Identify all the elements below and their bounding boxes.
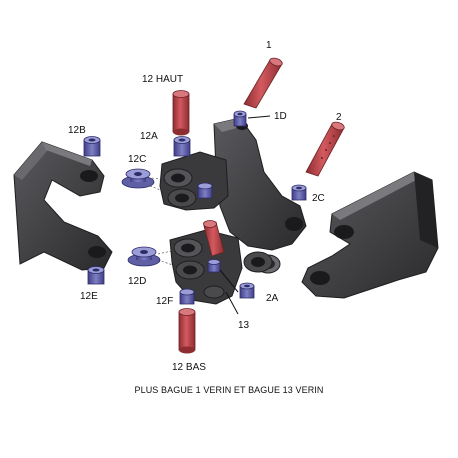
label-2c: 2C [312,193,325,204]
right-bracket [301,171,439,299]
pin-2 [305,121,345,177]
bushing-12e [87,266,105,285]
left-bracket [13,141,113,271]
label-2: 2 [336,112,342,123]
label-1d: 1D [274,111,287,122]
bushing-12f [179,288,195,305]
bushing-12a [173,136,191,157]
label-12e: 12E [80,291,98,302]
pin-12-bas [178,308,196,354]
bushing-12c [121,168,155,189]
bushing-1d [233,110,247,127]
label-2a: 2A [266,293,279,304]
label-12-haut: 12 HAUT [142,74,183,85]
pin-13 [203,220,225,257]
caption: PLUS BAGUE 1 VERIN ET BAGUE 13 VERIN [134,385,324,395]
leader-lines [219,115,271,315]
bushing-center-upper [197,182,213,199]
bushing-center-lower [207,259,221,273]
label-12-bas: 12 BAS [172,362,206,373]
label-12f: 12F [156,296,173,307]
label-13: 13 [238,320,250,331]
label-12b: 12B [68,125,86,136]
bushing-2a [239,282,255,299]
bushing-12d [127,246,161,267]
pin-12-haut [172,90,190,136]
bushing-2c [291,184,307,201]
label-12d: 12D [128,276,146,287]
part-labels: 1 1D 2 2C 2A 12 HAUT 12A 12B 12C 12D 12E… [68,40,342,373]
alignment-lines [149,177,177,267]
label-12a: 12A [140,131,158,142]
bushing-12b [83,136,101,157]
pin-1 [243,57,283,109]
label-1: 1 [266,40,272,51]
label-12c: 12C [128,154,146,165]
